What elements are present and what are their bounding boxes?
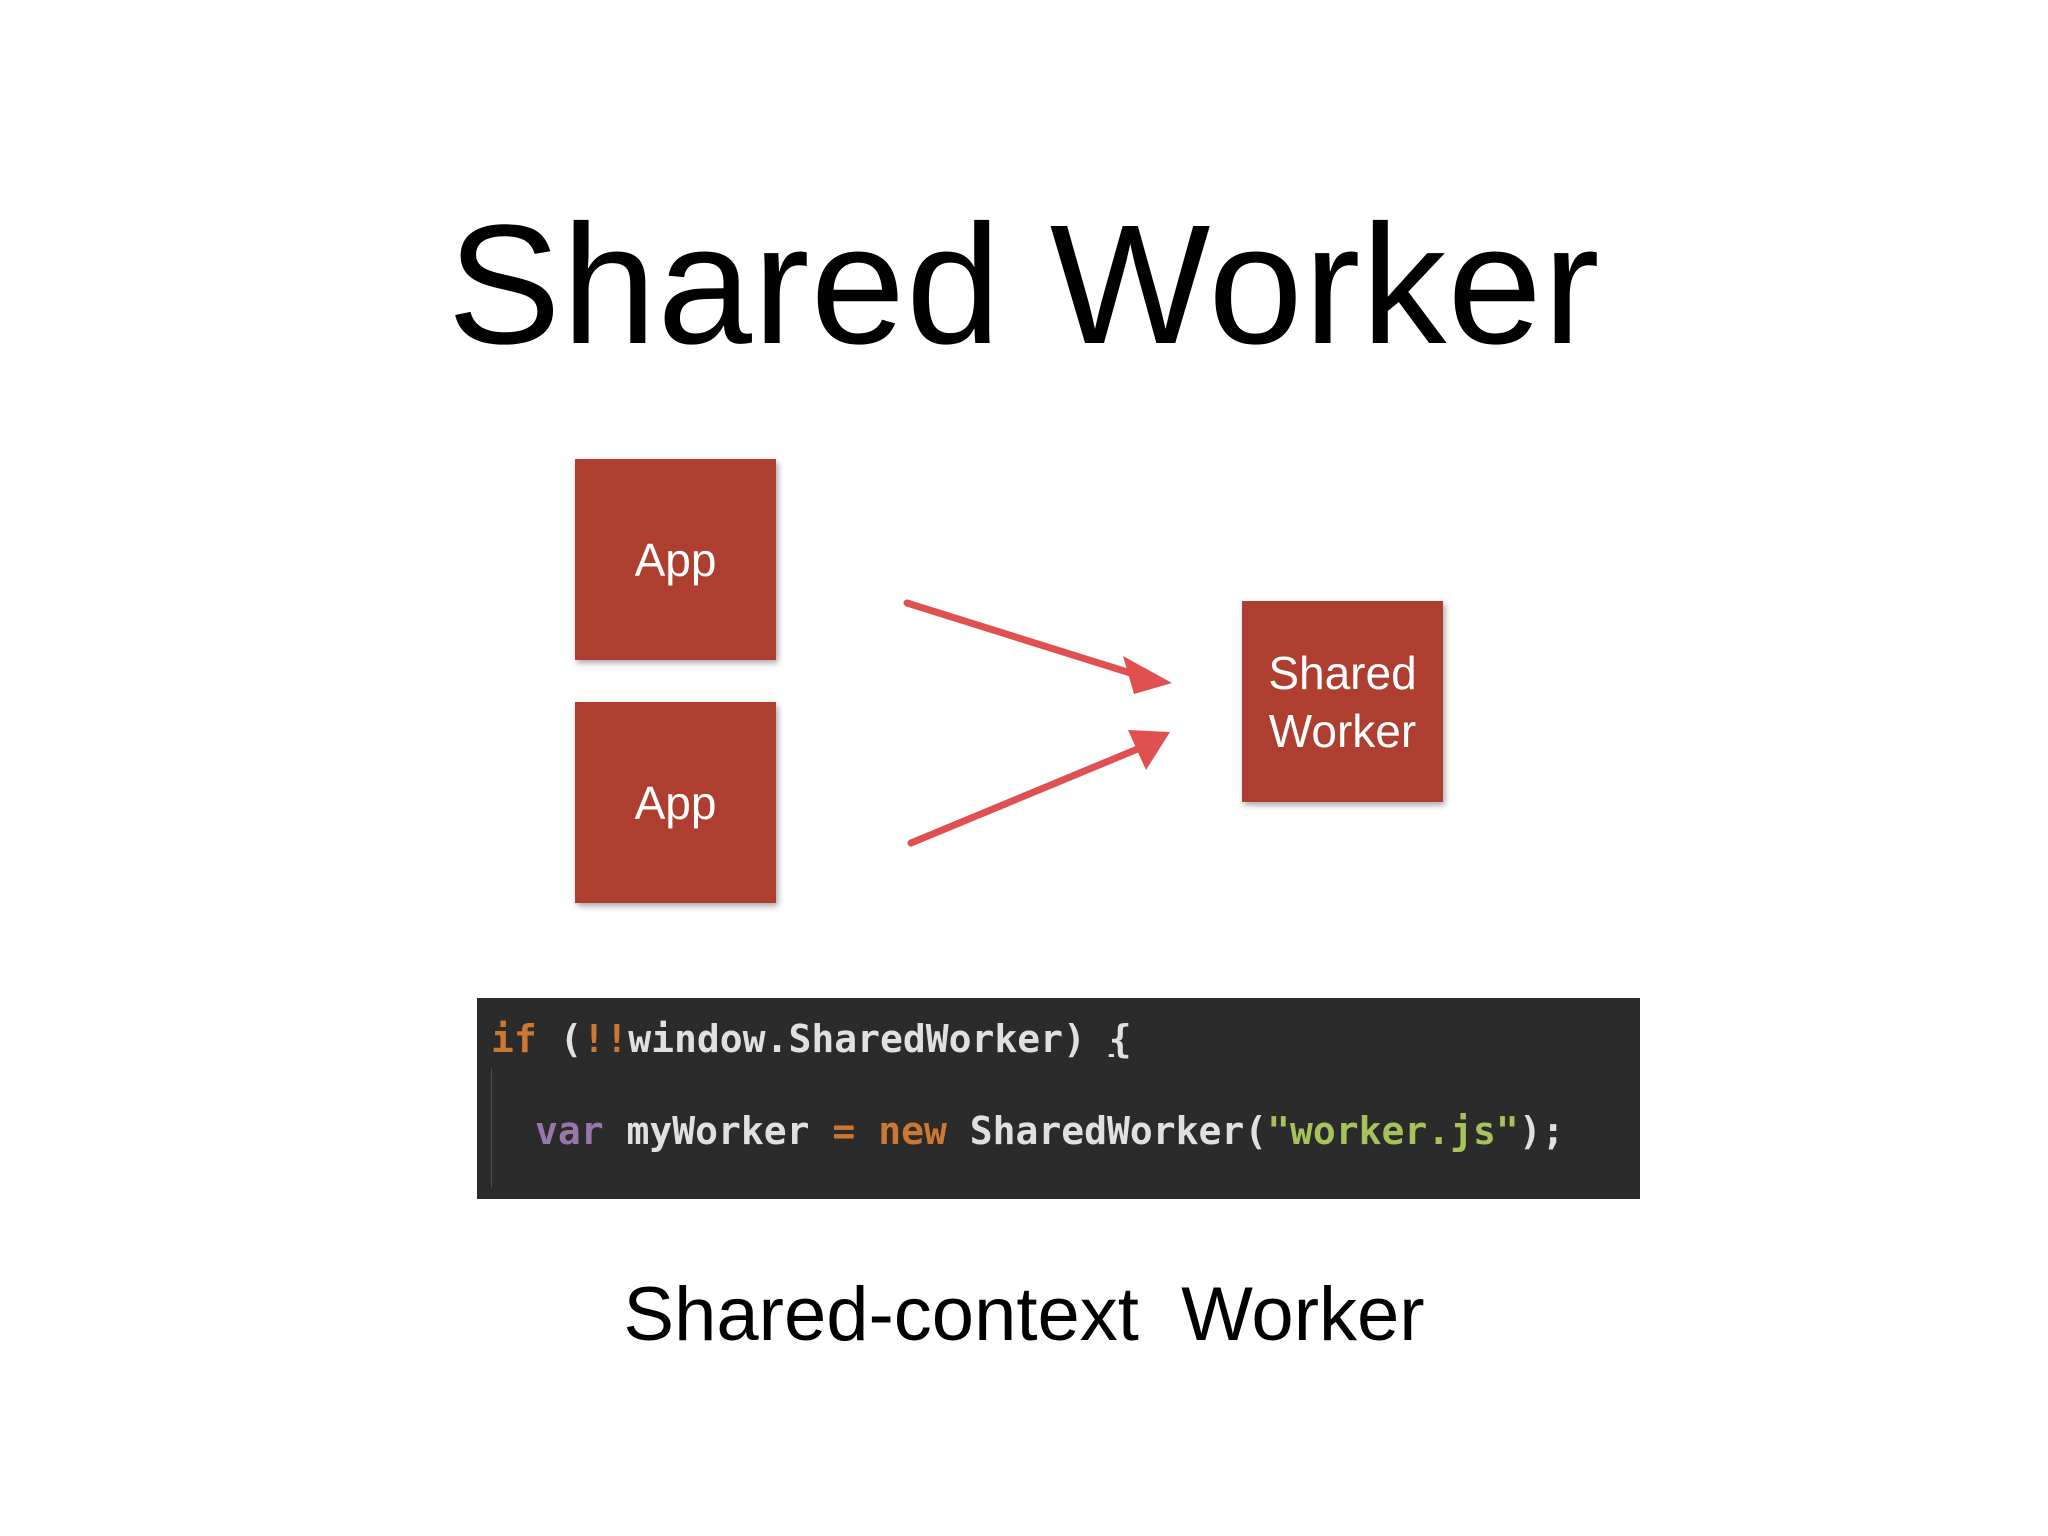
- shared-worker-label-line2: Worker: [1268, 704, 1417, 757]
- app-label: App: [634, 776, 717, 829]
- app-box: App: [575, 702, 776, 903]
- code-string-literal: "worker.js": [1267, 1109, 1519, 1153]
- code-call-open: (: [1244, 1109, 1268, 1153]
- code-keyword-if: if: [491, 1017, 537, 1061]
- code-call-close: );: [1518, 1109, 1565, 1153]
- code-keyword-var: var: [535, 1109, 604, 1153]
- code-line-var: var myWorker = new SharedWorker("worker.…: [535, 1106, 1565, 1156]
- code-constructor: SharedWorker: [946, 1109, 1245, 1153]
- code-keyword-new: new: [855, 1109, 947, 1153]
- code-paren-close: ): [1062, 1017, 1109, 1061]
- code-snippet: if (!!window.SharedWorker) { var myWorke…: [477, 998, 1640, 1199]
- code-brace: {: [1108, 1017, 1132, 1061]
- app-box: App: [575, 459, 776, 660]
- shared-worker-box: Shared Worker: [1242, 601, 1443, 802]
- code-indent-guide: [491, 1068, 492, 1188]
- code-paren-open: (: [536, 1017, 583, 1061]
- code-equals: =: [832, 1109, 856, 1153]
- code-variable-name: myWorker: [603, 1109, 833, 1153]
- slide-caption: Shared-context Worker: [623, 1272, 1425, 1357]
- arrow-app1-to-worker: [903, 599, 1172, 694]
- shared-worker-label-line1: Shared: [1268, 646, 1417, 699]
- code-line-if: if (!!window.SharedWorker) {: [491, 1014, 1132, 1064]
- code-expression: window.SharedWorker: [628, 1017, 1063, 1061]
- code-negation: !!: [582, 1017, 629, 1061]
- arrow-app2-to-worker: [907, 730, 1170, 847]
- app-label: App: [634, 533, 717, 586]
- slide-title: Shared Worker: [447, 190, 1601, 380]
